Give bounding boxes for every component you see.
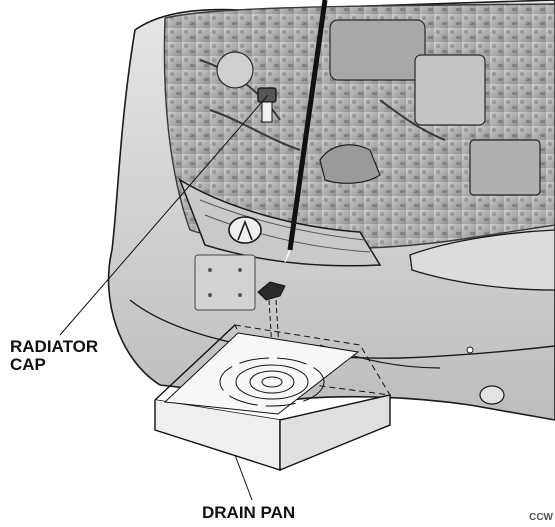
intake-hose: [319, 144, 381, 184]
radiator-cap-label-line1: RADIATOR: [10, 337, 99, 356]
drain-pan-label: DRAIN PAN: [202, 503, 296, 522]
headlight: [409, 229, 555, 291]
radiator-cap-icon: [257, 87, 277, 123]
plate-area: [194, 254, 256, 311]
figure-code: CCW: [529, 512, 553, 523]
lower-fascia: [129, 299, 555, 359]
air-box: [414, 54, 486, 126]
leader-drain: [234, 454, 253, 501]
drain-plug-icon: [257, 281, 286, 301]
emblem: [228, 216, 262, 244]
battery: [469, 139, 541, 196]
drain-pan-icon: [154, 324, 391, 472]
radiator-cap-label-line2: CAP: [10, 355, 46, 374]
reservoir: [216, 51, 254, 89]
fog-light: [479, 385, 505, 405]
radiator-cap-label: RADIATOR CAP: [10, 338, 98, 374]
leader-top: [287, 0, 328, 251]
engine-cover: [329, 19, 426, 81]
leader-radiator: [59, 94, 269, 336]
